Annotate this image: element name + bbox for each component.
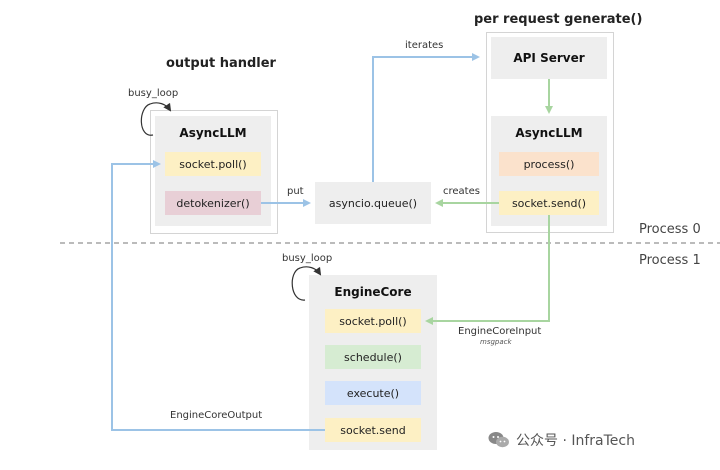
- engine-core-output-label: EngineCoreOutput: [170, 410, 263, 421]
- watermark: 公众号 · InfraTech: [488, 430, 635, 450]
- engine-core-output-arrow: [111, 160, 325, 431]
- engine-core-title: EngineCore: [334, 285, 412, 299]
- process-0-label: Process 0: [639, 222, 701, 237]
- iterates-label: iterates: [405, 40, 444, 51]
- asyncio-queue-box: asyncio.queue(): [315, 182, 431, 224]
- busy-loop-left-curl: [140, 102, 172, 136]
- socket-poll-engine: socket.poll(): [325, 309, 421, 333]
- process-box: process(): [499, 152, 599, 176]
- busy-loop-engine-label: busy_loop: [282, 253, 333, 264]
- per-request-heading: per request generate(): [474, 12, 643, 27]
- api-server-title: API Server: [513, 51, 585, 65]
- output-handler-heading: output handler: [166, 56, 276, 71]
- execute-box: execute(): [325, 381, 421, 405]
- async-llm-left-title: AsyncLLM: [179, 126, 247, 140]
- async-llm-left-panel: AsyncLLM socket.poll() detokenizer(): [155, 116, 271, 226]
- engine-core-input-label: EngineCoreInput: [458, 326, 542, 337]
- busy-loop-left-label: busy_loop: [128, 88, 179, 99]
- iterates-arrow: [372, 53, 480, 182]
- engine-core-panel: EngineCore socket.poll() schedule() exec…: [309, 275, 437, 450]
- schedule-box: schedule(): [325, 345, 421, 369]
- creates-label: creates: [443, 186, 480, 197]
- detokenizer-box: detokenizer(): [165, 191, 261, 215]
- socket-send-right: socket.send(): [499, 191, 599, 215]
- put-label: put: [287, 186, 304, 197]
- process-1-label: Process 1: [639, 253, 701, 268]
- engine-core-input-arrow: [425, 215, 550, 325]
- async-llm-right-title: AsyncLLM: [515, 126, 583, 140]
- busy-loop-engine-curl: [291, 266, 322, 301]
- api-server-panel: API Server: [491, 37, 607, 79]
- socket-poll-left: socket.poll(): [165, 152, 261, 176]
- watermark-text: 公众号 · InfraTech: [516, 433, 635, 449]
- socket-send-engine: socket.send: [325, 418, 421, 442]
- async-llm-right-panel: AsyncLLM process() socket.send(): [491, 116, 607, 226]
- msgpack-label: msgpack: [480, 338, 512, 346]
- wechat-icon: [488, 432, 509, 448]
